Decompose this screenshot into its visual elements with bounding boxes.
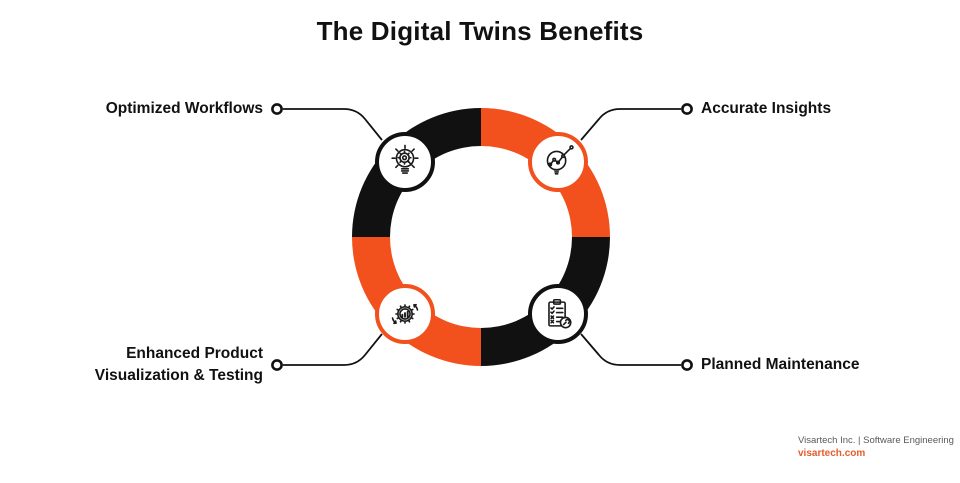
- badge-planned-maintenance: [528, 284, 588, 344]
- endpoint-ring-bottom-right: [681, 359, 693, 371]
- footer-branding: Visartech Inc. | Software Engineering vi…: [798, 435, 954, 460]
- label-optimized-workflows: Optimized Workflows: [105, 100, 263, 117]
- connector-bottom-left: [283, 333, 383, 366]
- badge-enhanced-product: [375, 284, 435, 344]
- footer-website-text: visartech.com: [798, 448, 866, 459]
- connector-top-right: [580, 108, 681, 141]
- gear-chart-icon: [391, 303, 419, 325]
- bulb-gear-icon: [391, 144, 419, 174]
- endpoint-ring-top-right: [681, 103, 693, 115]
- label-accurate-insights: Accurate Insights: [701, 100, 832, 117]
- endpoint-ring-top-left: [271, 103, 283, 115]
- badge-accurate-insights: [528, 132, 588, 192]
- page-title: The Digital Twins Benefits: [316, 16, 644, 46]
- magnifier-chart-icon: [546, 145, 574, 175]
- label-planned-maintenance: Planned Maintenance: [701, 356, 860, 373]
- badge-optimized-workflows: [375, 132, 435, 192]
- connector-top-left: [283, 108, 383, 141]
- connector-bottom-right: [580, 333, 681, 366]
- clipboard-wrench-icon: [548, 298, 572, 329]
- label-enhanced-product: Enhanced Product Visualization & Testing: [94, 345, 263, 384]
- footer-company-text: Visartech Inc. | Software Engineering: [798, 435, 954, 446]
- endpoint-ring-bottom-left: [271, 359, 283, 371]
